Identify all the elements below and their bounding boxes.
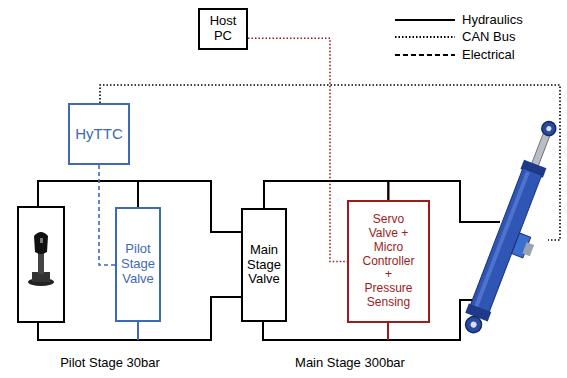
node-label: Main Stage Valve <box>247 243 281 288</box>
pilot-port-line <box>137 322 139 340</box>
stage-label: Pilot Stage 30bar <box>60 355 160 370</box>
legend-text: Electrical <box>462 47 515 62</box>
legend-text: Hydraulics <box>462 12 523 27</box>
joystick-box <box>18 207 64 322</box>
can-bus-wire <box>100 85 560 240</box>
joystick-icon <box>28 232 54 286</box>
node-label: Host PC <box>210 14 237 44</box>
legend-samples <box>395 20 455 55</box>
legend-line-sample <box>395 54 455 56</box>
controller-box: HyTTC <box>68 103 130 165</box>
pilot-supply-line <box>38 181 211 207</box>
hydraulic-cylinder <box>460 118 567 342</box>
electrical-line <box>99 165 115 265</box>
valve-box: Pilot Stage Valve <box>115 207 161 322</box>
servo-port-line <box>387 323 389 340</box>
legend-text: CAN Bus <box>462 29 515 44</box>
host-computer-box: Host PC <box>198 8 248 50</box>
node-label: Servo Valve + Micro Controller + Pressur… <box>362 213 414 310</box>
hydraulic-wires <box>38 181 500 340</box>
servo-valve-box: Servo Valve + Micro Controller + Pressur… <box>347 200 430 323</box>
node-label: Pilot Stage Valve <box>121 242 155 287</box>
stage-label: Main Stage 300bar <box>295 355 405 370</box>
node-label: HyTTC <box>75 125 123 142</box>
legend-line-sample <box>395 36 455 38</box>
legend-line-sample <box>395 19 455 21</box>
valve-box: Main Stage Valve <box>241 208 287 322</box>
